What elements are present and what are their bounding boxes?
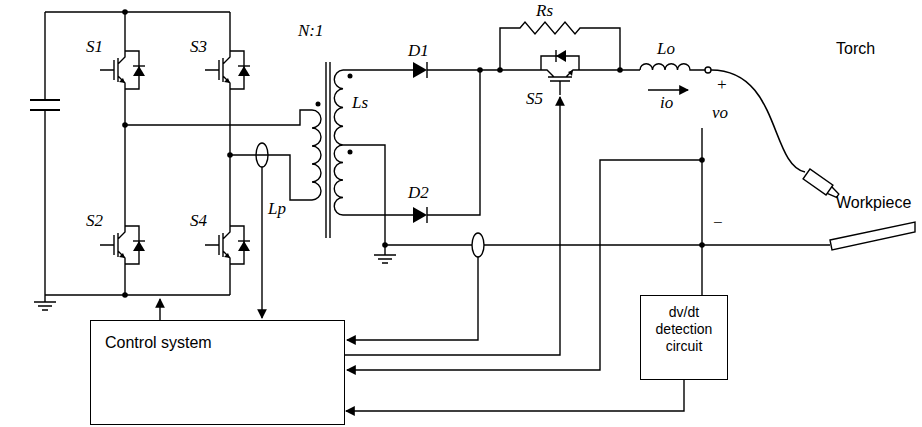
signal-connector [346, 380, 684, 411]
igbt-symbol [205, 220, 250, 270]
primary-winding [312, 110, 321, 200]
resistor-symbol [500, 22, 620, 70]
igbt-symbol [535, 50, 585, 95]
igbt-symbol [205, 45, 250, 95]
secondary-winding [334, 70, 343, 215]
capacitor-symbol [30, 100, 60, 110]
torch-symbol [803, 169, 841, 201]
component-label: − [712, 214, 723, 233]
component-label: S5 [526, 90, 543, 109]
gate-drive-wire [345, 97, 560, 355]
component-label: vo [712, 104, 728, 123]
component-label: N:1 [298, 22, 324, 41]
ground-symbol [34, 295, 56, 310]
part-label: Torch [836, 40, 875, 58]
node-text: Control system [105, 333, 330, 352]
voltage-sense-wire [701, 128, 702, 295]
component-label: D1 [408, 42, 429, 61]
node-text: dv/dt detection circuit [647, 304, 721, 354]
control-box: Control system [90, 320, 345, 425]
diode-symbol [405, 207, 435, 223]
component-label: Ls [352, 94, 368, 113]
detector-box: dv/dt detection circuit [640, 295, 728, 380]
current-sensor [256, 143, 268, 167]
component-label: io [660, 94, 673, 113]
terminal [705, 67, 711, 73]
component-label: S4 [190, 212, 207, 231]
torch-cable [711, 70, 805, 172]
switches [100, 45, 585, 270]
primary-wire [125, 110, 312, 200]
workpiece-symbol [830, 222, 915, 250]
secondary-wire [343, 70, 830, 245]
current-sensor [472, 233, 484, 257]
component-label: Lp [268, 200, 286, 219]
junction-dots [122, 9, 705, 298]
wiring [30, 12, 915, 370]
sense-wire [261, 167, 262, 318]
gate-drive-wire [159, 299, 160, 320]
inductor-symbol [640, 64, 705, 70]
current-arrow [648, 89, 688, 90]
part-label: Workpiece [836, 194, 911, 212]
component-label: S1 [86, 38, 103, 57]
component-label: S2 [86, 212, 103, 231]
component-label: D2 [408, 184, 429, 203]
bridge-leg [125, 12, 230, 295]
igbt-symbol [100, 220, 145, 270]
sense-wire [347, 257, 478, 340]
dc-rail [45, 12, 230, 295]
component-label: Rs [536, 2, 553, 21]
diode-symbol [405, 62, 435, 78]
component-label: + [716, 76, 727, 95]
transformer-core [326, 62, 330, 238]
component-label: Lo [657, 40, 675, 59]
output-wire [585, 69, 640, 70]
component-label: S3 [190, 38, 207, 57]
igbt-symbol [100, 45, 145, 95]
